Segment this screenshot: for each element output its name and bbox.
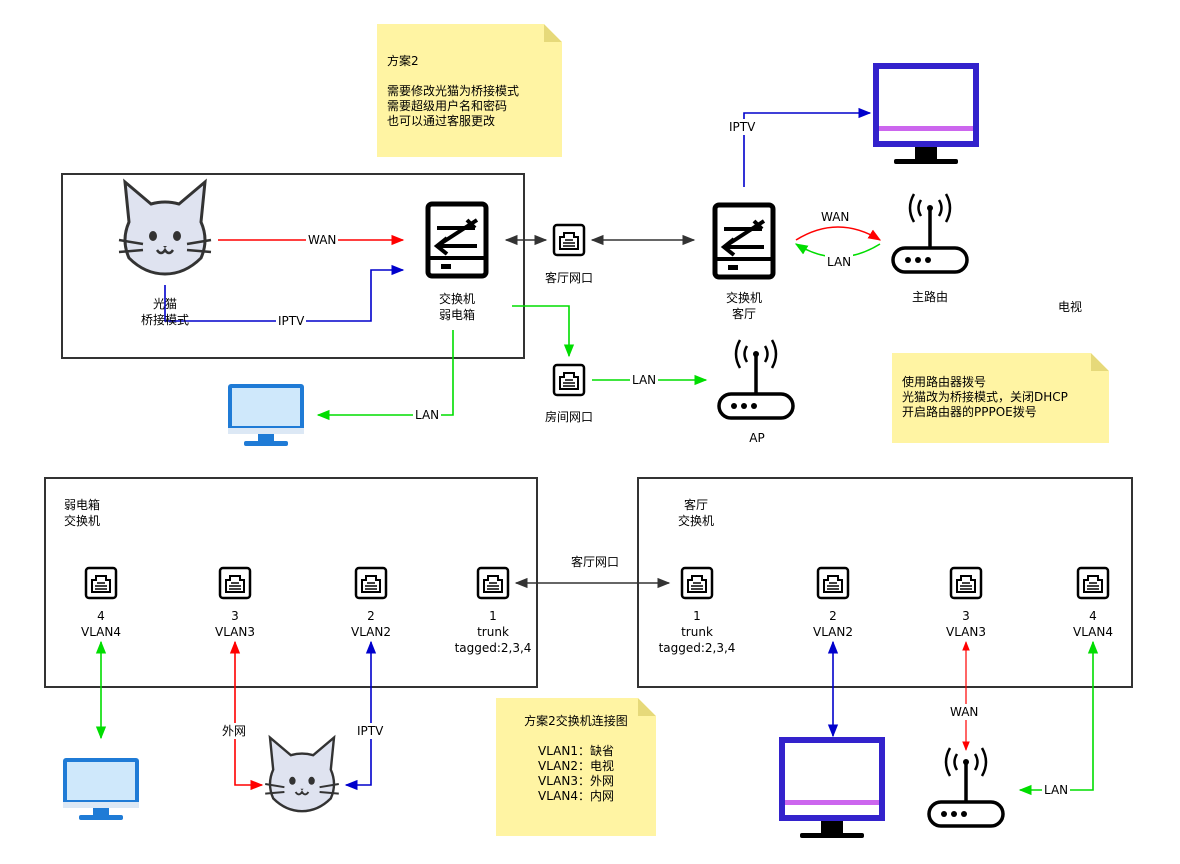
port-right-3	[949, 566, 983, 600]
main-router-icon	[891, 192, 969, 274]
port-left-2	[354, 566, 388, 600]
ap-router-icon	[717, 338, 795, 420]
tv-top-icon	[876, 66, 976, 164]
switch-weak-label: 交换机 弱电箱	[438, 292, 475, 322]
modem-bottom-cat-icon	[264, 736, 340, 813]
note-vlan: 方案2交换机连接图 VLAN1：缺省 VLAN2：电视 VLAN3：外网 VLA…	[496, 698, 656, 836]
port-left-3	[218, 566, 252, 600]
tv-label: 电视	[1057, 300, 1082, 314]
switch-living-icon	[715, 205, 773, 277]
iptv-link-top	[164, 264, 405, 322]
port-left-1-label: 1 trunk tagged:2,3,4	[454, 609, 532, 655]
pc-bottom-icon	[63, 758, 139, 820]
note-router: 使用路由器拨号 光猫改为桥接模式，关闭DHCP 开启路由器的PPPOE拨号	[892, 353, 1109, 443]
weak-box-title: 弱电箱 交换机	[64, 498, 101, 528]
lan-pc-label: LAN	[413, 407, 442, 423]
port-left-4	[84, 566, 118, 600]
note-router-text: 使用路由器拨号 光猫改为桥接模式，关闭DHCP 开启路由器的PPPOE拨号	[902, 375, 1068, 419]
tv-bottom-icon	[782, 740, 882, 838]
port-right-4	[1076, 566, 1110, 600]
pc-top-icon	[228, 384, 304, 446]
port-living-label: 客厅网口	[544, 271, 593, 285]
port-living-icon	[552, 223, 586, 257]
lan-arc-label: LAN	[825, 254, 854, 270]
port-room-label: 房间网口	[544, 410, 593, 424]
note-plan2: 方案2 需要修改光猫为桥接模式 需要超级用户名和密码 也可以通过客服更改	[377, 24, 562, 157]
main-router-label: 主路由	[911, 290, 948, 304]
vlan4-router-link	[1018, 640, 1099, 796]
iptv-bottom-label: IPTV	[355, 723, 386, 739]
note-vlan-text: 方案2交换机连接图 VLAN1：缺省 VLAN2：电视 VLAN3：外网 VLA…	[524, 714, 628, 803]
lan-to-room	[512, 305, 575, 358]
port-right-1-label: 1 trunk tagged:2,3,4	[658, 609, 736, 655]
ap-label: AP	[749, 431, 765, 445]
port-left-3-label: 3 VLAN3	[215, 609, 255, 639]
iptv-tv-label: IPTV	[727, 119, 758, 135]
port-right-1	[680, 566, 714, 600]
port-right-4-label: 4 VLAN4	[1073, 609, 1113, 639]
switch-living-label: 交换机 客厅	[725, 291, 762, 321]
router-bottom-icon	[927, 746, 1005, 828]
wan-out-label: 外网	[220, 723, 249, 739]
wan-arc	[795, 226, 882, 241]
wan-label-top: WAN	[306, 232, 339, 248]
port-left-1	[476, 566, 510, 600]
port-right-2-label: 2 VLAN2	[813, 609, 853, 639]
weak-box-top	[61, 173, 525, 359]
port-right-3-label: 3 VLAN3	[946, 609, 986, 639]
living-box-title: 客厅 交换机	[677, 498, 714, 528]
lan-to-pc	[316, 330, 454, 421]
wan-bottom-label: WAN	[948, 704, 981, 720]
wan-arc-label: WAN	[819, 209, 852, 225]
switch-weak-icon	[428, 204, 486, 276]
note-plan2-text: 方案2 需要修改光猫为桥接模式 需要超级用户名和密码 也可以通过客服更改	[387, 54, 520, 128]
modem-cat-icon	[117, 180, 213, 276]
lan-bottom-label: LAN	[1042, 782, 1071, 798]
port-left-2-label: 2 VLAN2	[351, 609, 391, 639]
iptv-to-tv	[743, 107, 872, 187]
iptv-label-top: IPTV	[276, 313, 307, 329]
vlan2-modem-link	[344, 640, 377, 791]
modem-label: 光猫 桥接模式	[140, 297, 189, 327]
lan-ap-label: LAN	[630, 372, 659, 388]
port-room-icon	[552, 363, 586, 397]
vlan3-modem-link	[229, 640, 264, 791]
trunk-link-label: 客厅网口	[570, 555, 619, 569]
port-left-4-label: 4 VLAN4	[81, 609, 121, 639]
port-right-2	[816, 566, 850, 600]
